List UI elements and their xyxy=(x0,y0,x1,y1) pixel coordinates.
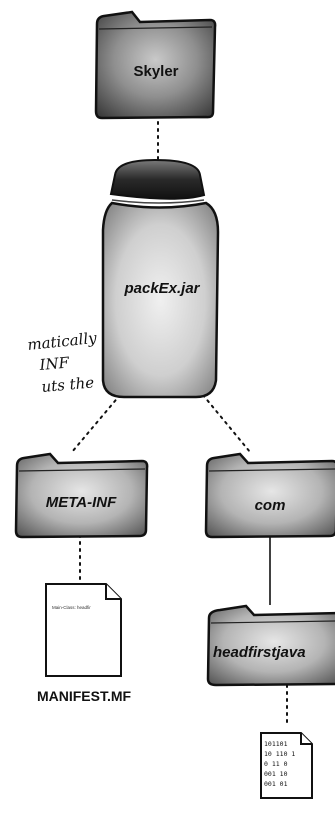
folder-com-label: com xyxy=(255,497,286,514)
folder-com[interactable]: com xyxy=(204,452,335,539)
folder-meta-inf[interactable]: META-INF xyxy=(14,452,149,539)
annotation-line-1: matically xyxy=(27,329,98,354)
class-byte-line-5: 001 01 xyxy=(264,780,288,788)
folder-skyler[interactable]: Skyler xyxy=(94,10,217,120)
manifest-page-text: Main-Class: headfir xyxy=(52,605,91,610)
folder-skyler-label: Skyler xyxy=(133,63,178,80)
connectors xyxy=(71,114,288,728)
folder-meta-inf-label: META-INF xyxy=(46,494,117,511)
file-manifest[interactable]: Main-Class: headfir xyxy=(45,583,122,677)
annotation-line-3: uts the xyxy=(41,373,95,396)
class-byte-line-1: 101101 xyxy=(264,740,288,748)
folder-headfirstjava-label: headfirstjava xyxy=(213,644,306,661)
connector-jar-com xyxy=(202,394,251,453)
jar-label: packEx.jar xyxy=(123,280,200,297)
jar-packex[interactable]: packEx.jar xyxy=(101,158,220,399)
file-class[interactable]: 101101 10 110 1 0 11 0 001 10 001 01 xyxy=(260,732,313,799)
class-byte-line-2: 10 110 1 xyxy=(264,750,295,758)
class-file-bytes: 101101 10 110 1 0 11 0 001 10 001 01 xyxy=(264,740,295,788)
folder-headfirstjava[interactable]: headfirstjava xyxy=(206,604,335,687)
connector-jar-meta xyxy=(71,394,121,453)
class-byte-line-4: 001 10 xyxy=(264,770,288,778)
file-manifest-label: MANIFEST.MF xyxy=(37,688,132,704)
handwritten-annotation: matically INF uts the xyxy=(27,329,98,396)
annotation-line-2: INF xyxy=(38,353,71,374)
class-byte-line-3: 0 11 0 xyxy=(264,760,288,768)
